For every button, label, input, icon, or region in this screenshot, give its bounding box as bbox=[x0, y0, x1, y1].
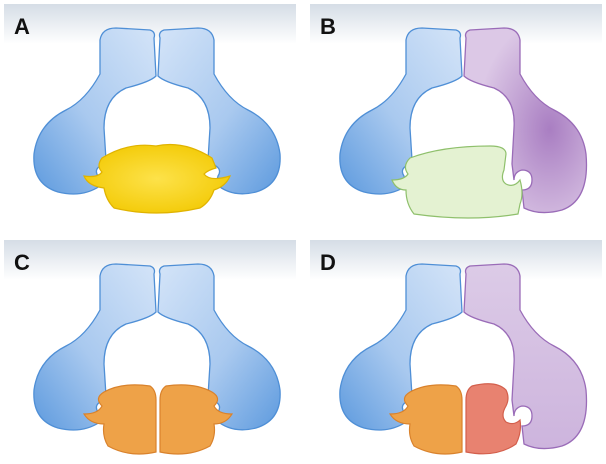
panel-c: C bbox=[4, 240, 296, 464]
panel-d-diagram bbox=[310, 240, 602, 464]
panel-a: A bbox=[4, 4, 296, 228]
panel-letter-b: B bbox=[320, 14, 336, 40]
panel-c-diagram bbox=[4, 240, 296, 464]
panel-a-diagram bbox=[4, 4, 296, 228]
panel-b: B bbox=[310, 4, 602, 228]
panel-d: D bbox=[310, 240, 602, 464]
panel-b-diagram bbox=[310, 4, 602, 228]
panel-letter-d: D bbox=[320, 250, 336, 276]
panel-letter-a: A bbox=[14, 14, 30, 40]
panel-letter-c: C bbox=[14, 250, 30, 276]
